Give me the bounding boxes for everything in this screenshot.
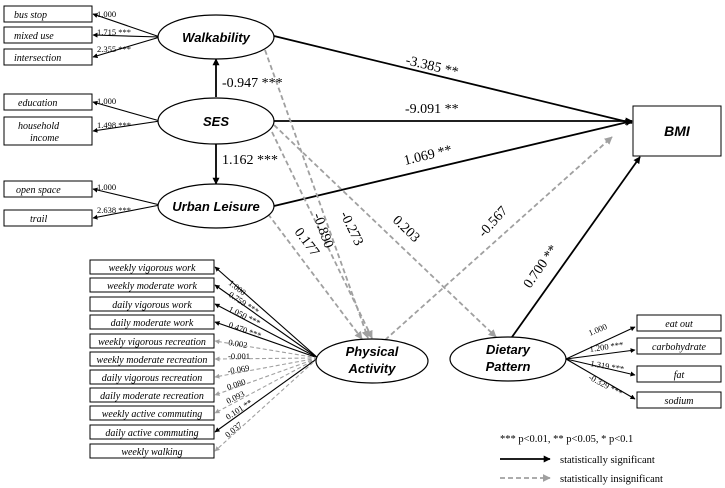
loading-arrows-physical-activity — [214, 266, 319, 452]
loading-pa-6: -0.001 — [228, 351, 250, 361]
loading-pa-7: -0.069 — [227, 363, 250, 376]
loading-arrows-dietary — [565, 326, 636, 400]
coef-ses-physical-activity: -0.273 — [336, 209, 365, 248]
indicator-pa-2: weekly moderate work — [107, 281, 198, 292]
latent-physical-activity-label-2: Activity — [348, 361, 397, 376]
indicator-box-trail — [3, 209, 93, 227]
coef-physical-activity-bmi: -0.567 — [476, 204, 511, 241]
latent-dietary-pattern-label-2: Pattern — [486, 359, 531, 374]
legend-insignificant: statistically insignificant — [560, 474, 663, 485]
indicator-trail: trail — [30, 214, 47, 225]
indicator-education: education — [18, 98, 57, 109]
loading-household-income: 1.498 *** — [97, 120, 131, 130]
indicator-box-education — [3, 93, 93, 111]
indicator-group-ses: education household income — [3, 93, 93, 146]
indicator-diet-4: sodium — [665, 396, 694, 407]
indicator-pa-6: weekly moderate recreation — [97, 355, 208, 366]
indicator-household-income-1: household — [18, 121, 60, 132]
loading-pa-5: 0.002 — [228, 337, 248, 350]
path-physical-activity-bmi — [384, 136, 613, 341]
latent-ses: SES — [157, 97, 275, 145]
indicator-pa-9: weekly active commuting — [102, 409, 203, 420]
loading-trail: 2.638 *** — [97, 205, 131, 215]
indicator-pa-1: weekly vigorous work — [109, 263, 196, 274]
coef-walkability-bmi: -3.385 ** — [404, 53, 460, 80]
path-walkability-bmi — [273, 35, 633, 125]
loading-diet-2: 1.200 *** — [589, 339, 624, 354]
indicator-box-open-space — [3, 180, 93, 198]
latent-physical-activity: Physical Activity — [315, 338, 429, 384]
loading-arrows-top-left — [92, 13, 161, 220]
path-walkability-physical-activity — [264, 49, 370, 339]
latent-urban-leisure: Urban Leisure — [157, 183, 275, 229]
latent-walkability: Walkability — [157, 14, 275, 60]
indicator-group-physical-activity: weekly vigorous work weekly moderate wor… — [89, 259, 215, 459]
indicator-pa-3: daily vigorous work — [112, 300, 192, 311]
latent-walkability-label: Walkability — [182, 30, 250, 45]
loading-mixed-use: 1.715 *** — [97, 27, 131, 37]
latent-physical-activity-label-1: Physical — [346, 344, 399, 359]
path-ses-physical-activity — [271, 131, 373, 339]
outcome-bmi-label: BMI — [664, 123, 691, 139]
coef-ses-dietary: 0.203 — [389, 213, 422, 246]
path-coefficient-labels: -0.947 *** 1.162 *** -3.385 ** -9.091 **… — [222, 53, 561, 291]
coef-ses-urban-leisure: 1.162 *** — [222, 153, 278, 168]
latent-dietary-pattern-label-1: Dietary — [486, 342, 531, 357]
loading-bus-stop: 1.000 — [97, 9, 116, 19]
indicator-diet-2: carbohydrate — [652, 342, 706, 353]
indicator-pa-7: daily vigorous recreation — [102, 373, 203, 384]
loading-pa-8: 0.080 — [226, 376, 247, 391]
legend-significant: statistically significant — [560, 455, 655, 466]
legend: *** p<0.01, ** p<0.05, * p<0.1 statistic… — [500, 434, 663, 485]
loading-pa-11: 0.037 — [223, 420, 244, 440]
outcome-bmi: BMI — [632, 105, 722, 157]
loading-intersection: 2.355 *** — [97, 44, 131, 54]
latent-dietary-pattern: Dietary Pattern — [449, 336, 567, 382]
indicator-box-household-income — [3, 116, 93, 146]
indicator-mixed-use: mixed use — [14, 31, 54, 42]
indicator-pa-10: daily active commuting — [105, 428, 198, 439]
indicator-group-dietary: eat out carbohydrate fat sodium — [636, 314, 722, 409]
loading-diet-3: 1.319 *** — [590, 358, 625, 374]
structural-paths-significant — [212, 35, 641, 338]
indicator-household-income-2: income — [30, 133, 59, 144]
indicator-pa-5: weekly vigorous recreation — [98, 337, 206, 348]
structural-paths-insignificant — [264, 49, 613, 341]
coef-ses-bmi: -9.091 ** — [405, 102, 459, 117]
indicator-box-mixed-use — [3, 26, 93, 44]
loading-diet-1: 1.000 — [587, 321, 609, 338]
loading-education: 1.000 — [97, 96, 116, 106]
path-ses-dietary — [273, 124, 497, 338]
legend-significance: *** p<0.01, ** p<0.05, * p<0.1 — [500, 434, 633, 445]
path-urban-leisure-physical-activity — [267, 213, 363, 340]
indicator-box-intersection — [3, 48, 93, 66]
indicator-bus-stop: bus stop — [14, 10, 47, 21]
indicator-diet-1: eat out — [665, 319, 693, 330]
latent-urban-leisure-label: Urban Leisure — [172, 199, 259, 214]
coef-dietary-bmi: 0.700 ** — [521, 243, 561, 292]
latent-ses-label: SES — [203, 114, 229, 129]
path-urban-leisure-bmi — [273, 119, 633, 207]
loading-labels-dietary: 1.000 1.200 *** 1.319 *** -0.329 *** — [587, 321, 625, 398]
indicator-pa-4: daily moderate work — [111, 318, 194, 329]
indicator-group-urban-leisure: open space trail — [3, 180, 93, 227]
loading-open-space: 1.000 — [97, 182, 116, 192]
path-dietary-bmi — [511, 156, 641, 338]
indicator-pa-11: weekly walking — [121, 447, 182, 458]
coef-ses-walkability: -0.947 *** — [222, 76, 283, 91]
loading-labels-top-left: 1.000 1.715 *** 2.355 *** 1.000 1.498 **… — [97, 9, 131, 215]
loading-diet-4: -0.329 *** — [587, 372, 624, 398]
indicator-pa-8: daily moderate recreation — [100, 391, 204, 402]
indicator-intersection: intersection — [14, 53, 61, 64]
indicator-group-walkability: bus stop mixed use intersection — [3, 5, 93, 66]
indicator-diet-3: fat — [674, 370, 685, 381]
indicator-open-space: open space — [16, 185, 61, 196]
indicator-box-bus-stop — [3, 5, 93, 23]
